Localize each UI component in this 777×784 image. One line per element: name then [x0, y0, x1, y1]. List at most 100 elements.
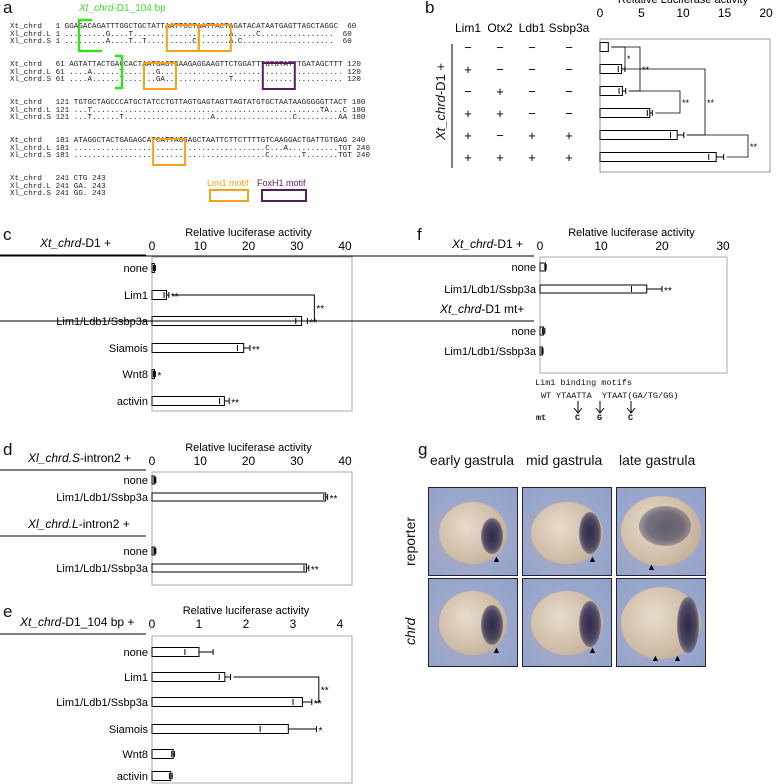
category-label: Lim1: [124, 290, 148, 302]
embryo-photo-reporter-early: ▲: [428, 487, 518, 576]
group-header-rest: -D1 +: [81, 236, 111, 250]
seq-line: Xt_chrd 181 ATAGGCTACTGAGAGCATCATTAGGAGC…: [10, 137, 366, 145]
seq-line: Xl_chrd.S 181 ..........................…: [10, 152, 371, 161]
bar: [599, 108, 651, 118]
tick-label: 15: [718, 6, 732, 20]
group-header-italic: Xt_chrd: [451, 237, 494, 251]
factor-label: Ldb1: [519, 21, 546, 35]
bar: [539, 284, 648, 294]
lim1-legend-box: [209, 189, 249, 202]
arrowhead-icon: [595, 407, 605, 414]
arrowhead-icon: ▲: [588, 645, 597, 655]
group-header: Xl_chrd.S-intron2 +: [27, 451, 131, 465]
embryo-photo-chrd-mid: ▲: [522, 578, 612, 667]
tick-label: 30: [290, 239, 304, 253]
significance-bracket: [627, 68, 706, 136]
mt-base-3: C: [628, 413, 634, 423]
condition-mark: +: [464, 150, 472, 165]
seq-line: Xl_chrd.S 61 ....A......T.......GA......…: [10, 76, 361, 85]
panel-label-g: g: [418, 440, 428, 459]
bar: [151, 771, 172, 781]
wt-label: WT: [541, 391, 552, 401]
region-start-bracket: [77, 18, 102, 53]
tick-label: 0: [537, 239, 544, 253]
bar: [599, 130, 678, 140]
bar: [151, 672, 226, 682]
significance-stars: *: [157, 371, 161, 382]
group-header-rest: -D1 +: [493, 237, 523, 251]
lim1-legend-label: Lim1 motif: [207, 178, 249, 188]
x-axis-title: Relative Luciferase activity: [618, 0, 749, 6]
seq-line: Xl_chrd.L 241 GA. 243: [10, 182, 106, 191]
condition-mark: −: [565, 106, 573, 121]
bar: [151, 396, 225, 406]
plot-frame: [151, 635, 353, 784]
tick-label: 10: [594, 239, 608, 253]
category-label: none: [512, 262, 536, 274]
seq-line: Xl_chrd.L 61 ....A......T.......G.......…: [10, 68, 361, 77]
motif-title: Lim1 binding motifs: [535, 378, 632, 388]
embryo-photo-reporter-late: ▲: [616, 487, 706, 576]
seq-line: Xl_chrd.S 241 GG. 243: [10, 190, 106, 199]
region-title-italic: Xt_chrd: [79, 3, 114, 14]
mt-base-2: G: [597, 413, 603, 423]
bar: [151, 647, 200, 657]
col-header-early: early gastrula: [430, 452, 515, 468]
lim1-motif-box: [152, 138, 187, 166]
lim1-motif-box: [142, 62, 177, 90]
condition-mark: +: [464, 128, 472, 143]
plot-frame: [539, 256, 728, 374]
significance-bracket: [233, 676, 320, 703]
significance-bracket: [686, 134, 749, 158]
condition-mark: −: [528, 62, 536, 77]
condition-mark: −: [528, 84, 536, 99]
bar: [539, 326, 545, 336]
category-label: Lim1/Ldb1/Ssbp3a: [56, 492, 149, 504]
tick-label: 30: [290, 454, 304, 468]
condition-mark: +: [565, 150, 573, 165]
bar: [599, 42, 609, 52]
foxh1-legend-box: [261, 189, 307, 202]
condition-mark: −: [496, 62, 504, 77]
group-header: Xt_chrd-D1 mt+: [439, 302, 524, 316]
significance-bracket: [628, 90, 681, 114]
group-header: Xt_chrd-D1_104 bp +: [19, 615, 134, 629]
lim1-motif-box: [165, 24, 200, 52]
group-header-rest: -intron2 +: [79, 517, 130, 531]
group-header-rest: -D1_104 bp +: [61, 615, 134, 629]
lim1-motif-box: [197, 24, 232, 52]
panel-label-a: a: [3, 0, 13, 17]
col-header-mid: mid gastrula: [526, 452, 603, 468]
tick-label: 20: [759, 6, 773, 20]
condition-mark: −: [565, 40, 573, 55]
seq-line: Xt_chrd 1 GGAGACAGATTTGGCTGCTATTAATTGCTA…: [10, 23, 357, 31]
tick-label: 20: [655, 239, 669, 253]
tick-label: 0: [149, 617, 156, 631]
condition-mark: +: [565, 128, 573, 143]
condition-mark: −: [528, 106, 536, 121]
bracket-stars: **: [316, 304, 324, 315]
significance-stars: **: [171, 292, 179, 303]
category-label: none: [124, 647, 148, 659]
condition-mark: +: [496, 84, 504, 99]
region-title: Xt_chrd-D1_104 bp: [79, 3, 166, 14]
group-header-italic: Xt_chrd: [19, 615, 62, 629]
mt-label: mt: [536, 413, 547, 423]
bar: [151, 749, 174, 759]
x-axis-title: Relative luciferase activity: [568, 227, 695, 239]
category-label: Siamois: [109, 343, 149, 355]
condition-mark: +: [528, 128, 536, 143]
mt-base-1: C: [575, 413, 581, 423]
condition-mark: −: [496, 128, 504, 143]
plot-frame: [151, 256, 353, 412]
embryo-photo-chrd-early: ▲: [428, 578, 518, 667]
group-header-italic: Xt_chrd: [439, 302, 482, 316]
bracket-stars: **: [321, 686, 329, 697]
group-header: Xl_chrd.L-intron2 +: [27, 517, 130, 531]
condition-mark: +: [528, 150, 536, 165]
panel-label-e: e: [3, 602, 13, 621]
tick-label: 10: [676, 6, 690, 20]
panel-label-c: c: [3, 225, 12, 244]
significance-stars: *: [627, 54, 631, 64]
